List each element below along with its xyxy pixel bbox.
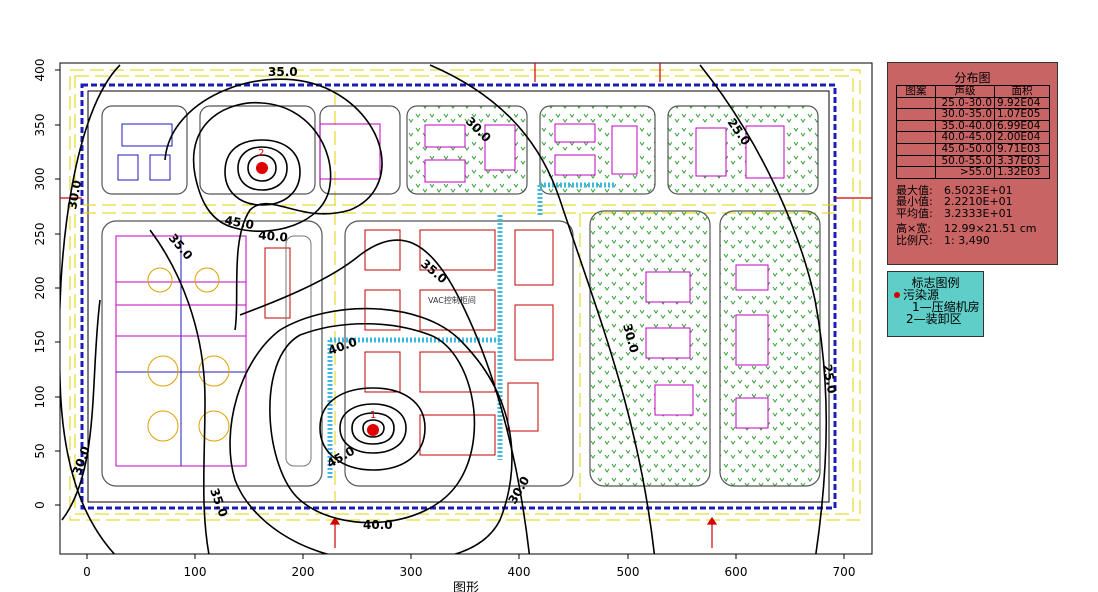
y-tick-label: 400 <box>33 59 47 82</box>
stat-min: 最小值:2.2210E+01 <box>896 195 1013 209</box>
distribution-title: 分布图 <box>954 71 991 85</box>
stat-max: 最大值:6.5023E+01 <box>896 183 1013 197</box>
statistics: 最大值:6.5023E+01 最小值:2.2210E+01 平均值:3.2333… <box>896 185 1057 247</box>
outer-road-inner <box>74 75 854 515</box>
contour-label: 45.0 <box>223 213 255 232</box>
contour-label: 40.0 <box>363 518 393 532</box>
x-tick-label: 700 <box>833 565 856 579</box>
pattern-swatch <box>896 166 936 179</box>
facility-label: VAC控制柜间 <box>428 295 476 305</box>
x-tick-label: 200 <box>292 565 315 579</box>
y-tick-label: 0 <box>33 501 47 509</box>
source-2-label: 2 <box>258 148 264 159</box>
right-blocks <box>589 210 821 487</box>
source-2-marker[interactable] <box>256 162 268 174</box>
contour-label: 35.0 <box>268 65 298 79</box>
pattern-swatch <box>896 119 936 133</box>
legend-panel: 标志图例 污染源 1—压缩机房 2—装卸区 <box>887 271 984 337</box>
stat-scale: 比例尺:1: 3,490 <box>896 233 990 247</box>
stat-mean: 平均值:3.2333E+01 <box>896 206 1013 220</box>
legend-item: 1—压缩机房 <box>912 300 980 314</box>
pattern-swatch <box>896 96 936 110</box>
noise-contour-map: 2 1 VAC控制柜间 35.0 30.0 25.0 45.0 40.0 35.… <box>33 59 873 592</box>
y-tick-label: 250 <box>33 223 47 246</box>
y-tick-label: 150 <box>33 331 47 354</box>
col-header-area: 面积 <box>994 85 1050 98</box>
x-tick-label: 0 <box>83 565 91 579</box>
contour-label: 40.0 <box>258 228 289 245</box>
y-tick-label: 300 <box>33 168 47 191</box>
entrance-arrows <box>60 63 872 548</box>
source-1-marker[interactable] <box>367 424 379 436</box>
site-boundary-inner <box>87 90 830 503</box>
contour-label: 30.0 <box>65 179 84 211</box>
col-header-pattern: 图案 <box>896 85 936 98</box>
x-tick-label: 400 <box>508 565 531 579</box>
pattern-swatch <box>896 131 936 144</box>
contour-label: 25.0 <box>820 363 839 395</box>
top-blocks <box>101 105 819 195</box>
pattern-swatch <box>896 154 936 168</box>
source-markers: 2 1 <box>256 148 379 436</box>
legend-title: 标志图例 <box>911 276 960 290</box>
source-dot-icon <box>894 292 900 298</box>
x-axis: 0 100 200 300 400 500 600 700 图形 <box>83 554 855 592</box>
contour-lines <box>60 64 828 554</box>
stat-size: 高×宽:12.99×21.51 cm <box>896 222 1037 236</box>
col-header-level: 声级 <box>935 85 995 98</box>
source-1-label: 1 <box>370 410 376 421</box>
y-tick-label: 100 <box>33 386 47 409</box>
x-axis-title: 图形 <box>453 581 479 592</box>
process-area <box>327 182 615 487</box>
x-tick-label: 300 <box>400 565 423 579</box>
x-tick-label: 100 <box>184 565 207 579</box>
pattern-swatch <box>896 108 936 121</box>
y-tick-label: 350 <box>33 114 47 137</box>
tank-area <box>101 220 323 487</box>
x-tick-label: 600 <box>725 565 748 579</box>
y-axis: 400 350 300 250 200 150 100 50 0 <box>33 59 60 509</box>
y-tick-label: 200 <box>33 277 47 300</box>
x-tick-label: 500 <box>617 565 640 579</box>
y-tick-label: 50 <box>33 443 47 458</box>
legend-source: 污染源 <box>888 289 983 301</box>
legend-item: 2—装卸区 <box>906 312 962 326</box>
site-boundary <box>80 83 837 510</box>
pattern-swatch <box>896 142 936 156</box>
